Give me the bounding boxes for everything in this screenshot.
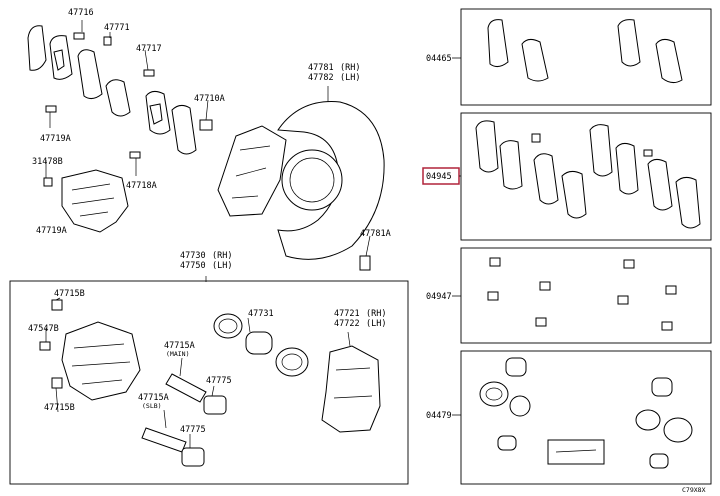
guide-pins (141, 373, 227, 467)
label-47775-2: 47775 (180, 425, 206, 435)
caliper-bracket-top (61, 169, 129, 233)
label-04947: 04947 (426, 292, 452, 302)
label-47715A-main: 47715A (164, 341, 195, 351)
label-47775-1: 47775 (206, 376, 232, 386)
steering-knuckle (199, 119, 287, 217)
label-47710A: 47710A (194, 94, 225, 104)
label-47718A: 47718A (126, 181, 157, 191)
label-47719A: 47719A (40, 134, 71, 144)
label-31478B: 31478B (32, 157, 63, 167)
label-47717: 47717 (136, 44, 162, 54)
label-47730-rh: (RH) (212, 251, 232, 261)
kit-box-04945 (460, 112, 712, 241)
label-47721-rh: (RH) (366, 309, 386, 319)
label-47721: 47721 (334, 309, 360, 319)
label-47716: 47716 (68, 8, 94, 18)
label-47715B-bottom: 47715B (44, 403, 75, 413)
label-47715B-top: 47715B (54, 289, 85, 299)
label-47782-lh: (LH) (340, 73, 360, 83)
label-47782: 47782 (308, 73, 334, 83)
leader-lines-bottom (45, 276, 351, 448)
dust-cover (277, 101, 385, 271)
label-47731: 47731 (248, 309, 274, 319)
pads-04945 (475, 120, 701, 229)
part-labels: 47716 47771 47717 47719A 31478B 47719A 4… (28, 8, 706, 494)
label-47722-lh: (LH) (366, 319, 386, 329)
kit-box-04479 (460, 350, 712, 485)
label-47715A-slb: 47715A (138, 393, 169, 403)
kit-box-04465 (460, 8, 712, 106)
label-47730: 47730 (180, 251, 206, 261)
label-47781A: 47781A (360, 229, 391, 239)
kit-box-04947 (460, 247, 712, 344)
pads-04465 (487, 19, 683, 84)
clips-04947 (487, 257, 677, 331)
label-47781-rh: (RH) (340, 63, 360, 73)
label-04465: 04465 (426, 54, 452, 64)
seals-04479 (479, 357, 693, 469)
piston-and-seals (213, 313, 309, 377)
label-04479: 04479 (426, 411, 452, 421)
label-47771: 47771 (104, 23, 130, 33)
label-47781: 47781 (308, 63, 334, 73)
watermark: C79X8X (682, 486, 706, 494)
leader-lines-top (45, 20, 371, 257)
label-47715A-slb-suffix: (SLB) (142, 402, 162, 410)
label-04945: 04945 (426, 172, 452, 182)
caliper-bracket-bottom (321, 345, 381, 433)
label-47750-lh: (LH) (212, 261, 232, 271)
kit-connectors (452, 57, 461, 416)
caliper-assembly-box (9, 280, 409, 485)
label-47750: 47750 (180, 261, 206, 271)
label-47715A-main-suffix: (MAIN) (166, 350, 189, 358)
label-47719A-2: 47719A (36, 226, 67, 236)
label-47722: 47722 (334, 319, 360, 329)
pad-set-top-left (27, 25, 197, 187)
caliper-body (39, 299, 141, 401)
label-47547B: 47547B (28, 324, 59, 334)
